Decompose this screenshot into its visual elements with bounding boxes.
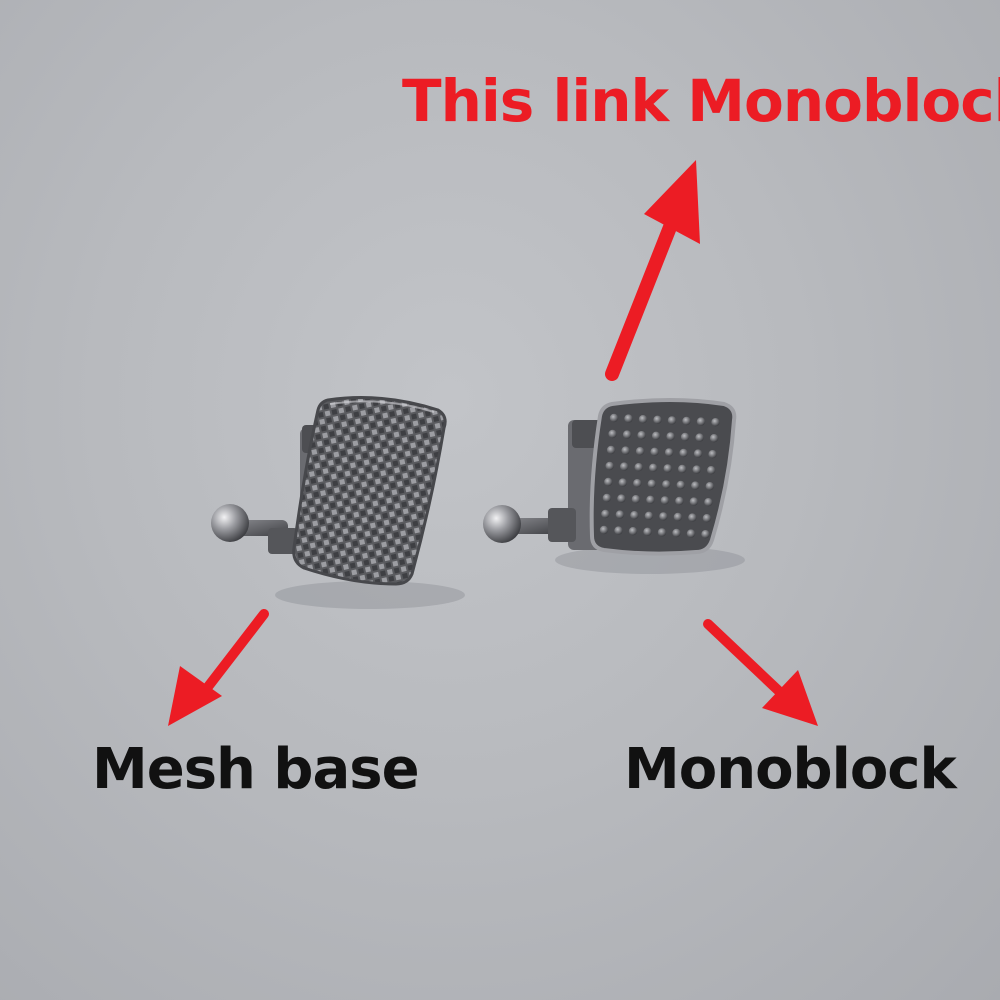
title-annotation: This link Monoblock bbox=[402, 67, 1000, 135]
monoblock-stud bbox=[659, 512, 668, 521]
monoblock-stud bbox=[711, 418, 720, 427]
mesh-base-pad bbox=[292, 396, 447, 586]
monoblock-stud bbox=[602, 493, 612, 503]
monoblock-stud bbox=[609, 413, 619, 423]
monoblock-stud bbox=[608, 429, 617, 439]
monoblock-stud bbox=[631, 495, 641, 504]
monoblock-stud bbox=[604, 477, 613, 487]
monoblock-stud bbox=[618, 478, 627, 487]
monoblock-stud bbox=[638, 415, 648, 424]
monoblock-stud bbox=[673, 512, 683, 522]
monoblock-stud bbox=[605, 461, 614, 471]
left-bracket-shadow bbox=[275, 581, 465, 609]
monoblock-stud bbox=[651, 431, 661, 440]
monoblock-stud bbox=[649, 463, 658, 472]
monoblock-stud bbox=[708, 450, 717, 459]
mono-bracket-wing-bottom bbox=[548, 508, 576, 542]
monoblock-stud bbox=[653, 415, 662, 424]
monoblock-stud bbox=[664, 448, 674, 457]
mesh-base-bracket bbox=[211, 396, 447, 586]
monoblock-stud bbox=[635, 447, 645, 456]
monoblock-stud bbox=[709, 434, 719, 443]
arrow-to-mesh-label bbox=[168, 609, 269, 726]
mesh-bracket-ball-hook bbox=[211, 504, 249, 542]
monoblock-stud bbox=[701, 530, 710, 539]
monoblock-stud bbox=[680, 432, 690, 442]
monoblock-stud bbox=[614, 526, 623, 535]
monoblock-stud bbox=[667, 416, 677, 425]
monoblock-stud bbox=[657, 528, 667, 537]
monoblock-stud bbox=[646, 495, 655, 504]
monoblock-stud bbox=[675, 496, 684, 506]
monoblock-stud bbox=[689, 497, 699, 506]
monoblock-stud bbox=[672, 528, 681, 538]
monoblock-dot-grid bbox=[599, 413, 720, 539]
monoblock-stud bbox=[620, 462, 629, 471]
monoblock-stud bbox=[686, 529, 696, 538]
monoblock-stud bbox=[666, 432, 675, 441]
mono-bracket-ball-hook bbox=[483, 505, 521, 543]
monoblock-stud bbox=[601, 509, 610, 519]
monoblock-stud bbox=[617, 494, 626, 503]
monoblock-stud bbox=[637, 431, 646, 440]
monoblock-stud bbox=[628, 527, 638, 536]
monoblock-stud bbox=[660, 496, 670, 505]
monoblock-stud bbox=[678, 464, 687, 474]
monoblock-stud bbox=[663, 464, 672, 473]
monoblock-stud bbox=[691, 481, 700, 490]
monoblock-stud bbox=[682, 416, 691, 426]
monoblock-stud bbox=[634, 463, 643, 472]
monoblock-bracket bbox=[483, 398, 737, 556]
monoblock-annotation: Monoblock bbox=[624, 737, 957, 802]
monoblock-stud bbox=[705, 482, 714, 491]
monoblock-stud bbox=[650, 447, 659, 456]
monoblock-stud bbox=[624, 414, 633, 423]
monoblock-stud bbox=[644, 511, 654, 520]
monoblock-stud bbox=[688, 513, 697, 522]
monoblock-stud bbox=[599, 525, 609, 535]
monoblock-stud bbox=[606, 445, 616, 455]
monoblock-stud bbox=[676, 480, 685, 490]
monoblock-stud bbox=[692, 465, 701, 474]
monoblock-stud bbox=[643, 527, 652, 536]
monoblock-stud bbox=[702, 514, 712, 523]
mesh-base-annotation: Mesh base bbox=[92, 737, 420, 802]
mesh-bracket-wing-bottom bbox=[268, 528, 298, 554]
arrow-to-title bbox=[605, 160, 700, 381]
mono-bracket-wing-top bbox=[572, 420, 600, 448]
monoblock-stud bbox=[630, 511, 639, 520]
monoblock-stud bbox=[693, 449, 703, 458]
monoblock-stud bbox=[707, 466, 716, 475]
monoblock-stud bbox=[633, 479, 642, 488]
monoblock-stud bbox=[621, 446, 630, 455]
mesh-pad-highlight bbox=[329, 400, 435, 413]
monoblock-stud bbox=[696, 417, 706, 426]
monoblock-stud bbox=[679, 448, 688, 458]
monoblock-stud bbox=[615, 510, 625, 519]
monoblock-stud bbox=[704, 498, 713, 507]
monoblock-stud bbox=[622, 430, 632, 439]
arrow-to-monoblock-label bbox=[703, 619, 818, 726]
monoblock-stud bbox=[662, 480, 671, 489]
monoblock-stud bbox=[695, 433, 704, 442]
monoblock-stud bbox=[647, 479, 656, 488]
